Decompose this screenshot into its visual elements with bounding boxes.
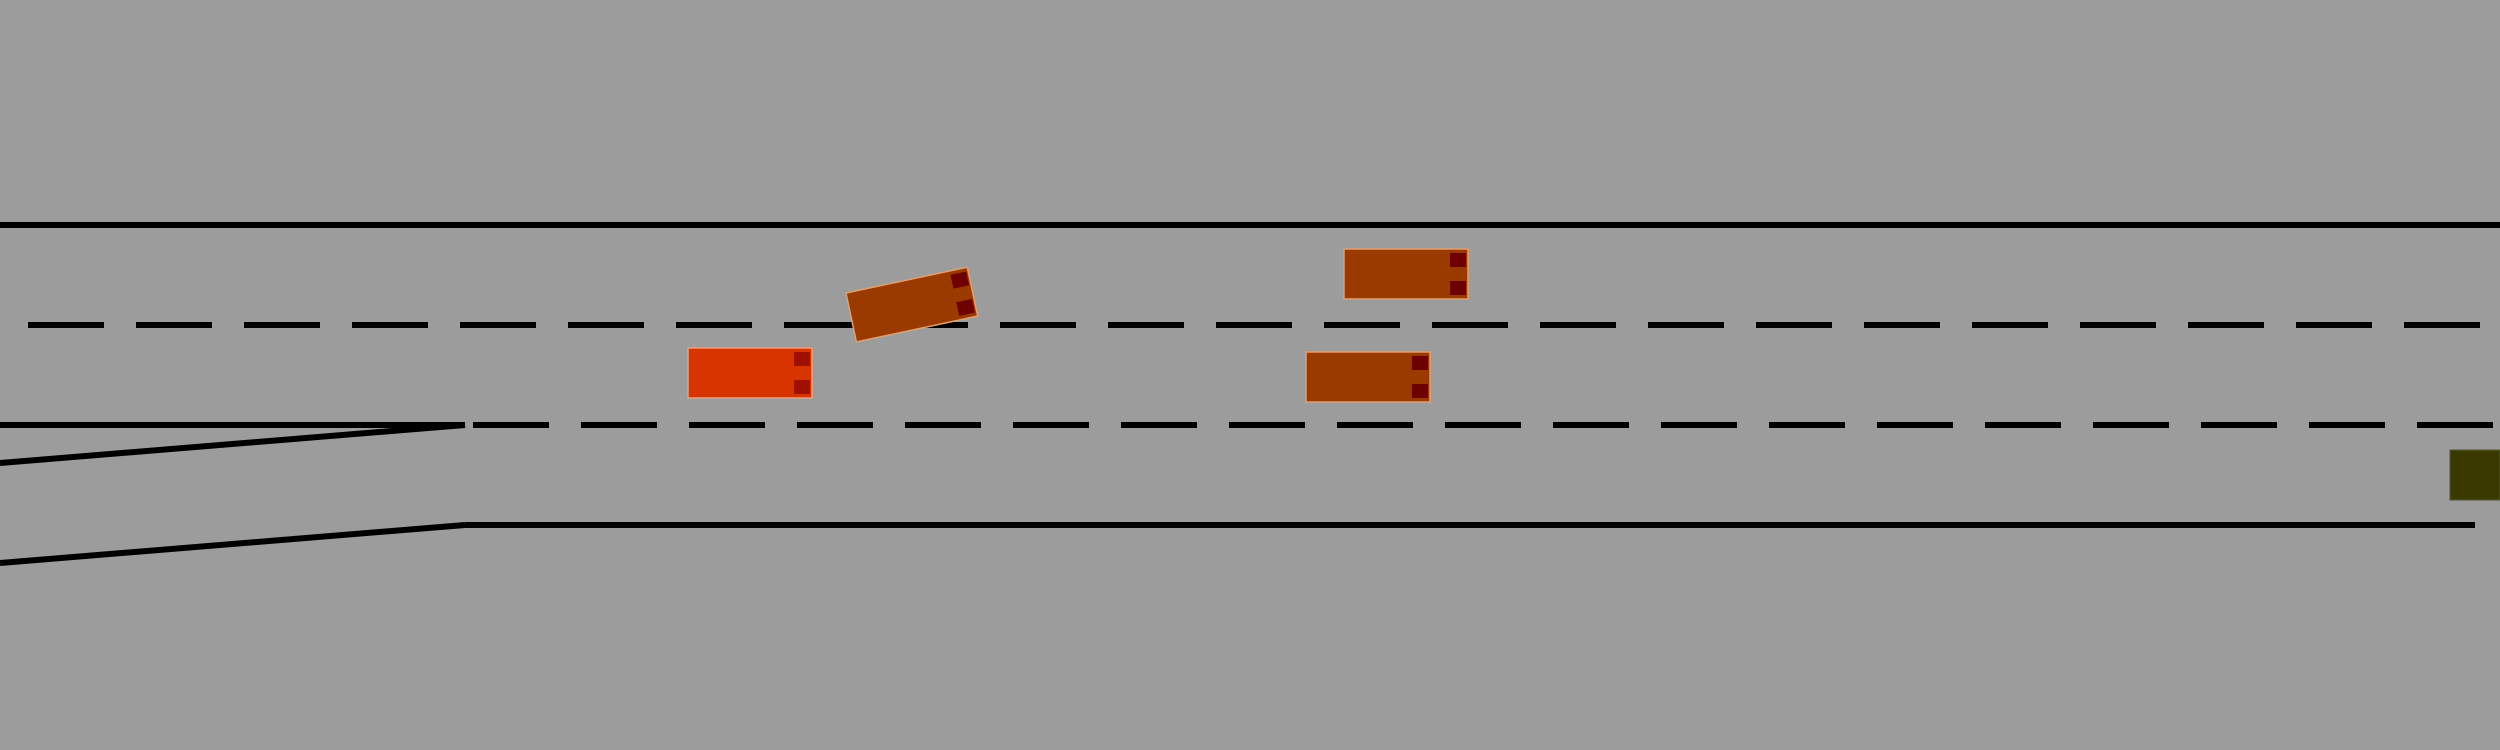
ramp-lower-edge [0, 522, 466, 566]
vehicle-body [1343, 248, 1469, 300]
lane-markings [0, 222, 2500, 566]
obstacle-block [2449, 449, 2500, 501]
headlight-icon [956, 298, 975, 316]
headlight-icon [794, 380, 810, 394]
vehicle-body [845, 266, 979, 343]
headlight-icon [1450, 281, 1466, 295]
headlight-icon [1450, 253, 1466, 267]
traffic-vehicle [845, 266, 979, 343]
vehicle-body [1305, 351, 1431, 403]
headlight-icon [1412, 384, 1428, 398]
vehicle-body [687, 347, 813, 399]
headlight-icon [950, 271, 970, 289]
headlight-icon [794, 352, 810, 366]
ego-vehicle [687, 347, 813, 399]
traffic-vehicle [1343, 248, 1469, 300]
traffic-vehicle [1305, 351, 1431, 403]
headlight-icon [1412, 356, 1428, 370]
ramp-upper-edge [0, 422, 466, 466]
